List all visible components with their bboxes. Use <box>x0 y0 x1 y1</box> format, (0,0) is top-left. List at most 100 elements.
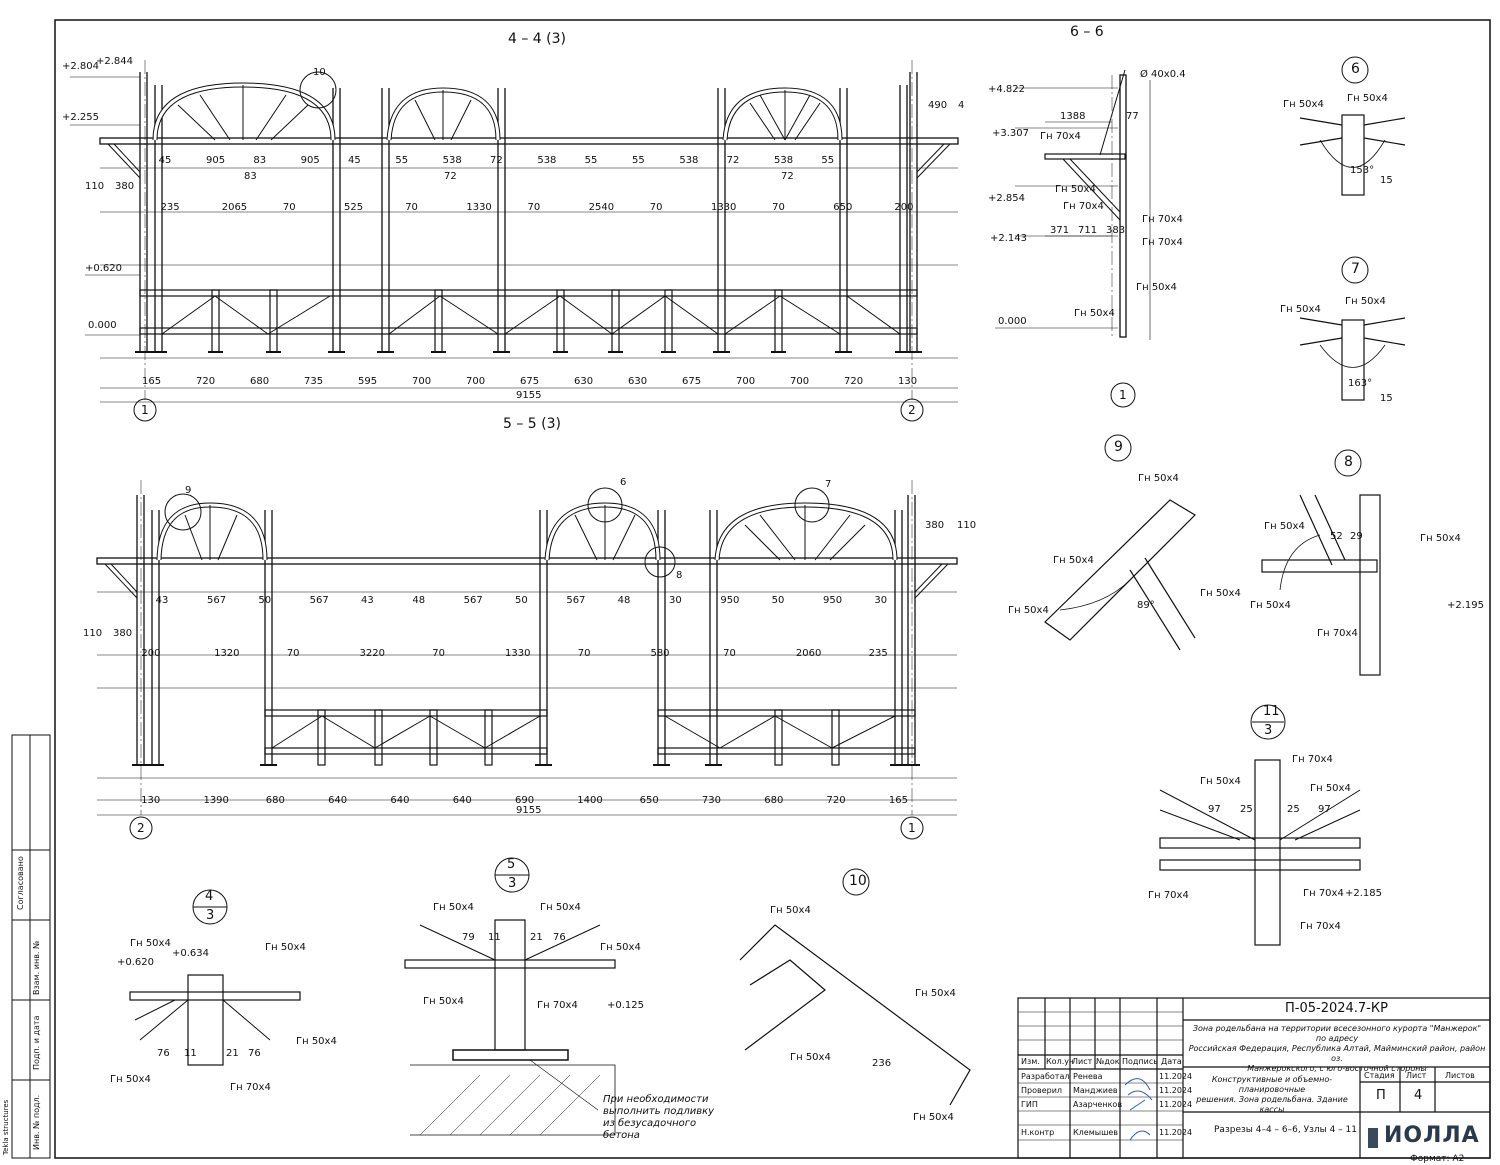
node-dim: 15 <box>1380 175 1393 186</box>
node-dim: 21 <box>226 1048 239 1059</box>
stamp-role: ГИП <box>1021 1100 1038 1109</box>
profile-label: Гн 70х4 <box>1317 628 1358 639</box>
profile-label: Гн 70х4 <box>1040 131 1081 142</box>
dimension-value: 567 <box>309 595 329 606</box>
dimension-value: 70 <box>649 202 663 213</box>
stamp-role: Разработал <box>1021 1072 1070 1081</box>
dimension-value: 640 <box>452 795 472 806</box>
dimension-value: 45 <box>158 155 172 166</box>
dimension-value: 720 <box>844 376 864 387</box>
sidebar-signature-date: Подп. и дата <box>32 1015 41 1071</box>
profile-label: Гн 50х4 <box>110 1074 151 1085</box>
paper-format: Формат: А2 <box>1410 1154 1465 1164</box>
stamp-header: Кол.уч <box>1046 1057 1074 1066</box>
dimension-value: 650 <box>639 795 659 806</box>
profile-label: Гн 50х4 <box>1053 555 1094 566</box>
elevation: +0.634 <box>172 948 210 959</box>
dimension-value: 55 <box>395 155 409 166</box>
node-6 <box>1299 56 1406 196</box>
profile-label: Гн 70х4 <box>1142 214 1183 225</box>
profile-label: Гн 70х4 <box>1300 921 1341 932</box>
dimension-value: 55 <box>584 155 598 166</box>
profile-label: Гн 50х4 <box>1200 588 1241 599</box>
node-label: 11 <box>1263 704 1280 719</box>
profile-label: Гн 50х4 <box>540 902 581 913</box>
dimension-value: 675 <box>520 376 540 387</box>
dimension-value: 640 <box>390 795 410 806</box>
node-7 <box>1299 256 1406 401</box>
dim: 1388 <box>1060 111 1086 122</box>
title-block <box>1017 997 1491 1159</box>
grouting-note: При необходимости выполнить подливку из … <box>603 1094 715 1141</box>
node-dim: 153° <box>1350 165 1375 176</box>
node-dim: 25 <box>1287 804 1300 815</box>
dimension-value: 538 <box>442 155 462 166</box>
elevation: +0.125 <box>607 1000 645 1011</box>
stamp-role: Проверил <box>1021 1086 1063 1095</box>
stamp-date: 11.2024 <box>1159 1100 1193 1109</box>
elevation: +2.185 <box>1345 888 1383 899</box>
stamp-header: Подпись <box>1122 1057 1158 1066</box>
dimension-value: 72 <box>490 155 503 166</box>
elevation: +2.844 <box>96 56 134 67</box>
dimension-value: 130 <box>898 376 918 387</box>
sidebar-approved: Согласовано <box>16 856 25 910</box>
dimension-value: 720 <box>826 795 846 806</box>
dimension-value: 48 <box>412 595 426 606</box>
elevation: 0.000 <box>998 316 1027 327</box>
dim: 490 <box>928 100 948 111</box>
profile-label: Гн 50х4 <box>1074 308 1115 319</box>
dimension-value: 43 <box>155 595 169 606</box>
dimension-value: 630 <box>628 376 648 387</box>
dimension-value: 83 <box>253 155 267 166</box>
dimension-value: 1330 <box>466 202 492 213</box>
section-5-5 <box>96 480 958 840</box>
dimension-value: 70 <box>723 648 736 659</box>
dimension-value: 200 <box>141 648 161 659</box>
dimension-value: 2060 <box>795 648 822 659</box>
node-dim: 97 <box>1318 804 1331 815</box>
profile-label: Гн 50х4 <box>790 1052 831 1063</box>
total-dim: 9155 <box>516 805 542 816</box>
node-label: 3 <box>206 908 215 923</box>
dimension-value: 235 <box>160 202 180 213</box>
dimension-value: 595 <box>358 376 378 387</box>
dimension-value: 720 <box>196 376 216 387</box>
profile-label: Гн 70х4 <box>1142 237 1183 248</box>
sheet-header: Лист <box>1406 1071 1427 1080</box>
node-dim: 76 <box>553 932 566 943</box>
dimension-value: 165 <box>142 376 162 387</box>
node-dim: 21 <box>530 932 543 943</box>
profile-label: Гн 50х4 <box>600 942 641 953</box>
dimension-value: 735 <box>304 376 324 387</box>
profile-label: Гн 70х4 <box>1148 890 1189 901</box>
section-4-4 <box>70 60 959 422</box>
dimension-value: 1320 <box>214 648 240 659</box>
callout-label: 6 <box>620 477 627 488</box>
dim: 371 <box>1050 225 1070 236</box>
project-name: Зона родельбана на территории всесезонно… <box>1188 1024 1486 1073</box>
axis-label: 1 <box>908 821 916 835</box>
dimension-value: 650 <box>833 202 853 213</box>
callout-label: 8 <box>676 570 683 581</box>
dim: 77 <box>1126 111 1139 122</box>
dimension-value: 43 <box>361 595 374 606</box>
dimension-value: 538 <box>679 155 699 166</box>
node-label: 5 <box>507 857 516 872</box>
stamp-date: 11.2024 <box>1159 1086 1193 1095</box>
dimension-value: 538 <box>774 155 794 166</box>
profile-label: Гн 50х4 <box>1008 605 1049 616</box>
dimension-value: 50 <box>515 595 528 606</box>
dimension-value: 525 <box>344 202 364 213</box>
dimension-value: 690 <box>515 795 535 806</box>
dimension-value: 130 <box>141 795 161 806</box>
profile-label: Гн 50х4 <box>1345 296 1386 307</box>
elevation: +2.143 <box>990 233 1028 244</box>
callout-label: 7 <box>825 479 832 490</box>
dimension-value: 680 <box>250 376 270 387</box>
profile-label: Гн 50х4 <box>1280 304 1321 315</box>
dimension-value: 2065 <box>221 202 248 213</box>
sidebar-inventory: Инв. № подл. <box>32 1094 41 1150</box>
dimension-value: 1330 <box>710 202 737 213</box>
